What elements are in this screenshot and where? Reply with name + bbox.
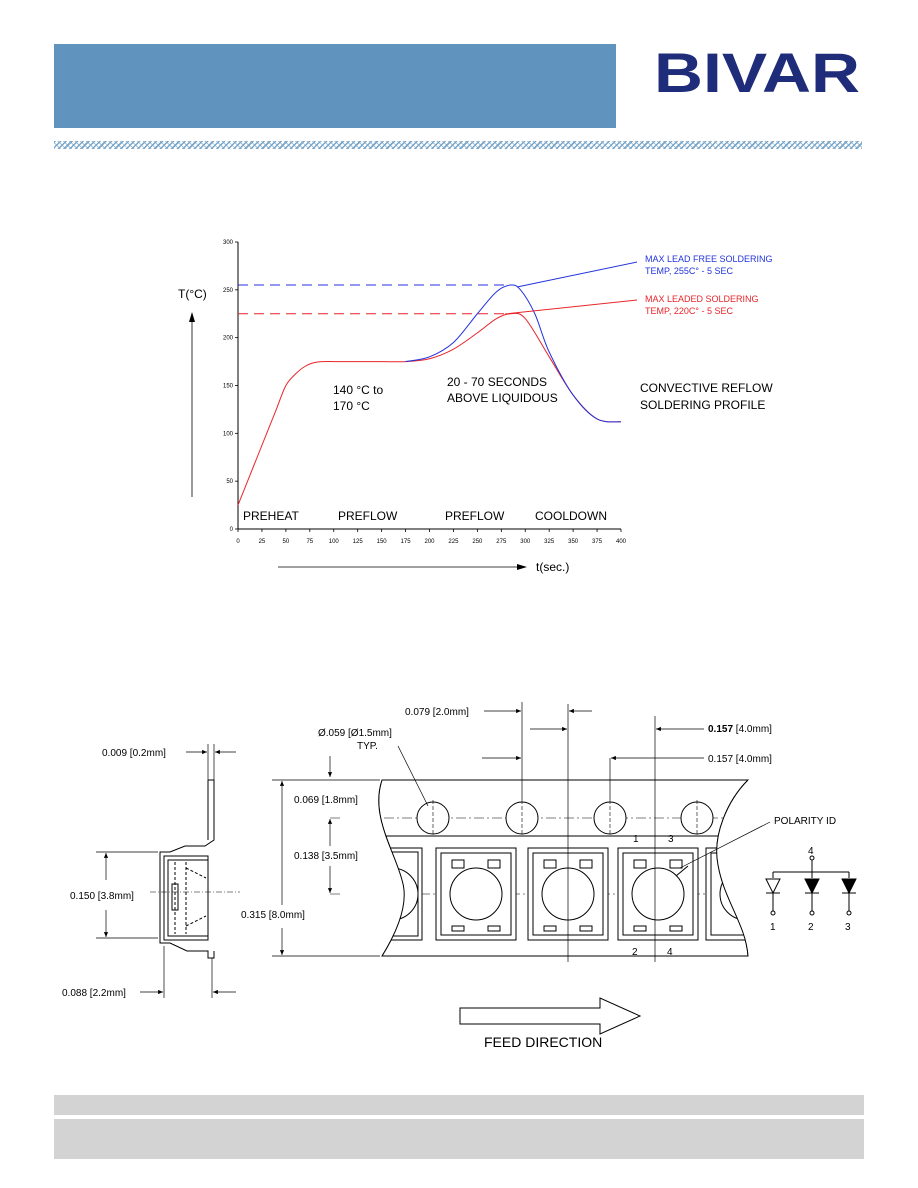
x-tick-label: 275 [496,539,507,545]
lead-free-label-2: TEMP, 255C° - 5 SEC [645,266,733,276]
dim-hole-edge: 0.069 [1.8mm] [294,795,358,806]
schem-pin-3: 3 [845,922,851,933]
x-tick-label: 150 [377,539,388,545]
x-tick-label: 200 [424,539,435,545]
pin-1: 1 [633,834,639,845]
pin-2: 2 [632,947,638,958]
lead-free-profile-line [405,284,622,423]
x-tick-label: 50 [283,539,290,545]
y-tick-label: 150 [223,384,234,390]
y-tick-label: 250 [223,288,234,294]
dim-hole-dia-1: Ø.059 [Ø1.5mm] [318,728,392,739]
leaded-leader [504,299,638,315]
y-tick-label: 50 [226,479,233,485]
x-tick-label: 125 [353,539,364,545]
x-tick-label: 325 [544,539,555,545]
x-tick-label: 75 [306,539,313,545]
dim-hole-dia-2: TYP. [357,741,378,752]
profile-label-2: SOLDERING PROFILE [640,398,765,412]
divider-hatch-overlay [54,141,862,149]
leaded-profile-line [237,312,622,506]
schem-pin-2: 2 [808,922,814,933]
x-arrow-head [517,564,527,570]
x-tick-label: 375 [592,539,603,545]
polarity-label: POLARITY ID [774,816,836,827]
dim-height: 0.150 [3.8mm] [70,891,134,902]
pin-3: 3 [668,834,674,845]
y-arrow-head [189,312,195,322]
x-tick-label: 175 [401,539,412,545]
x-tick-label: 250 [472,539,483,545]
feed-direction-label: FEED DIRECTION [484,1034,602,1050]
preflow-temp-1: 140 °C to [333,383,383,397]
feed-arrow-icon [459,997,642,1035]
x-tick-label: 350 [568,539,579,545]
y-tick-label: 100 [223,431,234,437]
leaded-label-1: MAX LEADED SOLDERING [645,294,759,304]
y-ticks: 0 50 100 150 200 250 300 [223,240,238,533]
reference-lines [238,284,511,315]
lead-free-label-1: MAX LEAD FREE SOLDERING [645,254,773,264]
x-tick-label: 25 [259,539,266,545]
leaded-label-2: TEMP, 220C° - 5 SEC [645,306,733,316]
schem-pin-1: 1 [770,922,776,933]
footer-bar-top [54,1095,864,1115]
y-tick-label: 200 [223,336,234,342]
y-axis-label: T(°C) [178,287,207,301]
preflow-temp-2: 170 °C [333,399,370,413]
zone-preflow-2: PREFLOW [445,509,505,523]
bivar-logo: BIVAR [654,46,860,96]
pockets [365,847,773,941]
dim-depth: 0.088 [2.2mm] [62,988,126,999]
x-tick-label: 0 [236,539,240,545]
y-tick-label: 300 [223,240,234,246]
liquidous-1: 20 - 70 SECONDS [447,375,547,389]
zone-preflow-1: PREFLOW [338,509,398,523]
x-ticks: 0 25 50 75 100 125 150 175 200 225 250 275 300 325 350… [236,529,627,545]
x-axis-label: t(sec.) [536,560,569,574]
liquidous-2: ABOVE LIQUIDOUS [447,391,558,405]
dim-pitch-1: 0.157 [4.0mm] [708,724,772,735]
header-banner [54,44,616,128]
pin-4: 4 [667,947,673,958]
dim-tape-width: 0.315 [8.0mm] [241,910,305,921]
dim-pitch-2: 0.157 [4.0mm] [708,754,772,765]
x-tick-label: 300 [520,539,531,545]
schem-pin-4: 4 [808,846,814,857]
profile-label-1: CONVECTIVE REFLOW [640,381,773,395]
dim-pocket-center: 0.138 [3.5mm] [294,851,358,862]
y-tick-label: 0 [230,527,234,533]
dim-thickness: 0.009 [0.2mm] [102,748,166,759]
x-tick-label: 400 [616,539,627,545]
logo-text: BIVAR [654,46,860,96]
dim-hole-offset: 0.079 [2.0mm] [405,707,469,718]
x-tick-label: 100 [329,539,340,545]
diode-schematic [765,855,857,916]
chart-series [237,284,622,506]
zone-preheat: PREHEAT [243,509,299,523]
x-tick-label: 225 [448,539,459,545]
zone-cooldown: COOLDOWN [535,509,607,523]
footer-bar-bottom [54,1119,864,1159]
lead-free-leader [516,261,638,288]
side-profile [150,779,240,959]
